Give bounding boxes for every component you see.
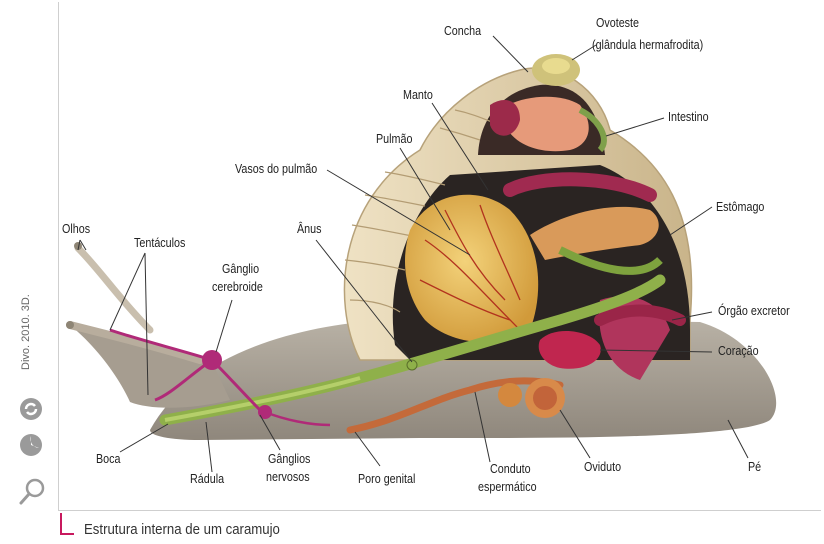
snail-diagram [0,0,824,512]
label-ovoteste: Ovoteste [596,16,639,31]
label-tentaculos: Tentáculos [134,236,185,251]
label-oviduto: Oviduto [584,460,621,475]
refresh-icon[interactable] [18,396,44,422]
label-ganglios-2: nervosos [266,470,310,485]
label-vasos-pulmao: Vasos do pulmão [235,162,317,177]
label-radula: Rádula [190,472,224,487]
label-boca: Boca [96,452,121,467]
label-pulmao: Pulmão [376,132,412,147]
label-orgao-excretor: Órgão excretor [718,304,790,319]
label-concha: Concha [444,24,481,39]
label-ganglio-1: Gânglio [222,262,259,277]
label-ganglios-1: Gânglios [268,452,310,467]
label-poro-genital: Poro genital [358,472,415,487]
label-pe: Pé [748,460,761,475]
label-ovoteste-sub: (glândula hermafrodita) [592,38,703,53]
label-olhos: Olhos [62,222,90,237]
figure-caption: Estrutura interna de um caramujo [84,521,280,538]
label-intestino: Intestino [668,110,709,125]
tentacle-upper [78,248,150,330]
label-estomago: Estômago [716,200,764,215]
label-manto: Manto [403,88,433,103]
label-anus: Ânus [297,222,322,237]
label-conduto-1: Conduto [490,462,531,477]
caption-marker [60,513,74,535]
zoom-icon[interactable] [18,432,44,458]
image-credit: Divo. 2010. 3D. [20,294,32,370]
label-conduto-2: espermático [478,480,537,495]
label-coracao: Coração [718,344,759,359]
label-ganglio-2: cerebroide [212,280,263,295]
magnifier-icon[interactable] [18,476,48,506]
